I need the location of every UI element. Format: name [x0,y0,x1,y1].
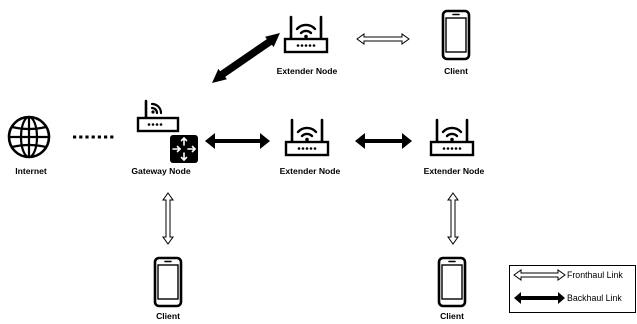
internet-node: Internet [7,115,51,176]
router-icon [284,118,330,157]
backhaul-link [212,33,280,83]
fronthaul-link [356,33,410,45]
fronthaul-legend-label: Fronthaul Link [567,270,623,280]
backhaul-link [355,133,412,149]
extender-top-label: Extender Node [277,66,338,76]
legend-box [509,265,636,313]
gateway-router-icon [136,99,198,163]
smartphone-icon [437,256,467,308]
extender-node-middle: Extender Node [280,118,341,176]
smartphone-icon [441,9,471,61]
internet-label: Internet [15,166,47,176]
fronthaul-legend-arrow [513,269,566,281]
client-right-label: Client [440,311,464,321]
client-gateway: Client [153,256,183,321]
extender-node-right: Extender Node [424,118,485,176]
globe-icon [7,115,51,159]
client-gateway-label: Client [156,311,180,321]
client-right: Client [437,256,467,321]
backhaul-legend-arrow [514,292,565,304]
backhaul-link [205,133,270,149]
fronthaul-link [162,192,174,245]
gateway-label: Gateway Node [131,166,190,176]
smartphone-icon [153,256,183,308]
router-icon [283,15,329,54]
fronthaul-link [447,192,459,245]
extender-right-label: Extender Node [424,166,485,176]
gateway-node: Gateway Node [131,99,198,176]
client-top-label: Client [444,66,468,76]
legend: Fronthaul Link Backhaul Link [509,265,636,313]
extender-node-top: Extender Node [277,15,338,76]
client-top: Client [441,9,471,76]
extender-mid-label: Extender Node [280,166,341,176]
backhaul-legend-label: Backhaul Link [567,293,622,303]
router-icon [429,118,475,157]
